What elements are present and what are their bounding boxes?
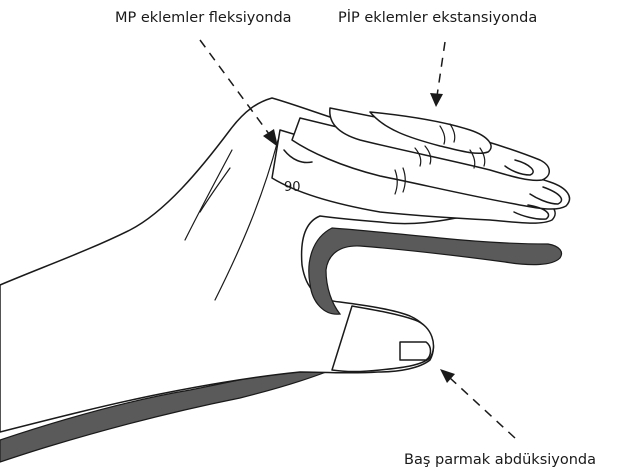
mp-angle-label: 90	[284, 180, 301, 195]
pip-extension-label: PİP eklemler ekstansiyonda	[338, 8, 537, 26]
hand-splint	[309, 228, 562, 314]
mp-flexion-label: MP eklemler fleksiyonda	[115, 10, 292, 26]
thumb-abduction-arrow	[450, 378, 515, 438]
pip-extension-arrowhead	[430, 93, 443, 107]
thumb-abduction-label: Baş parmak abdüksiyonda	[404, 452, 596, 468]
pip-extension-arrow	[437, 42, 445, 96]
